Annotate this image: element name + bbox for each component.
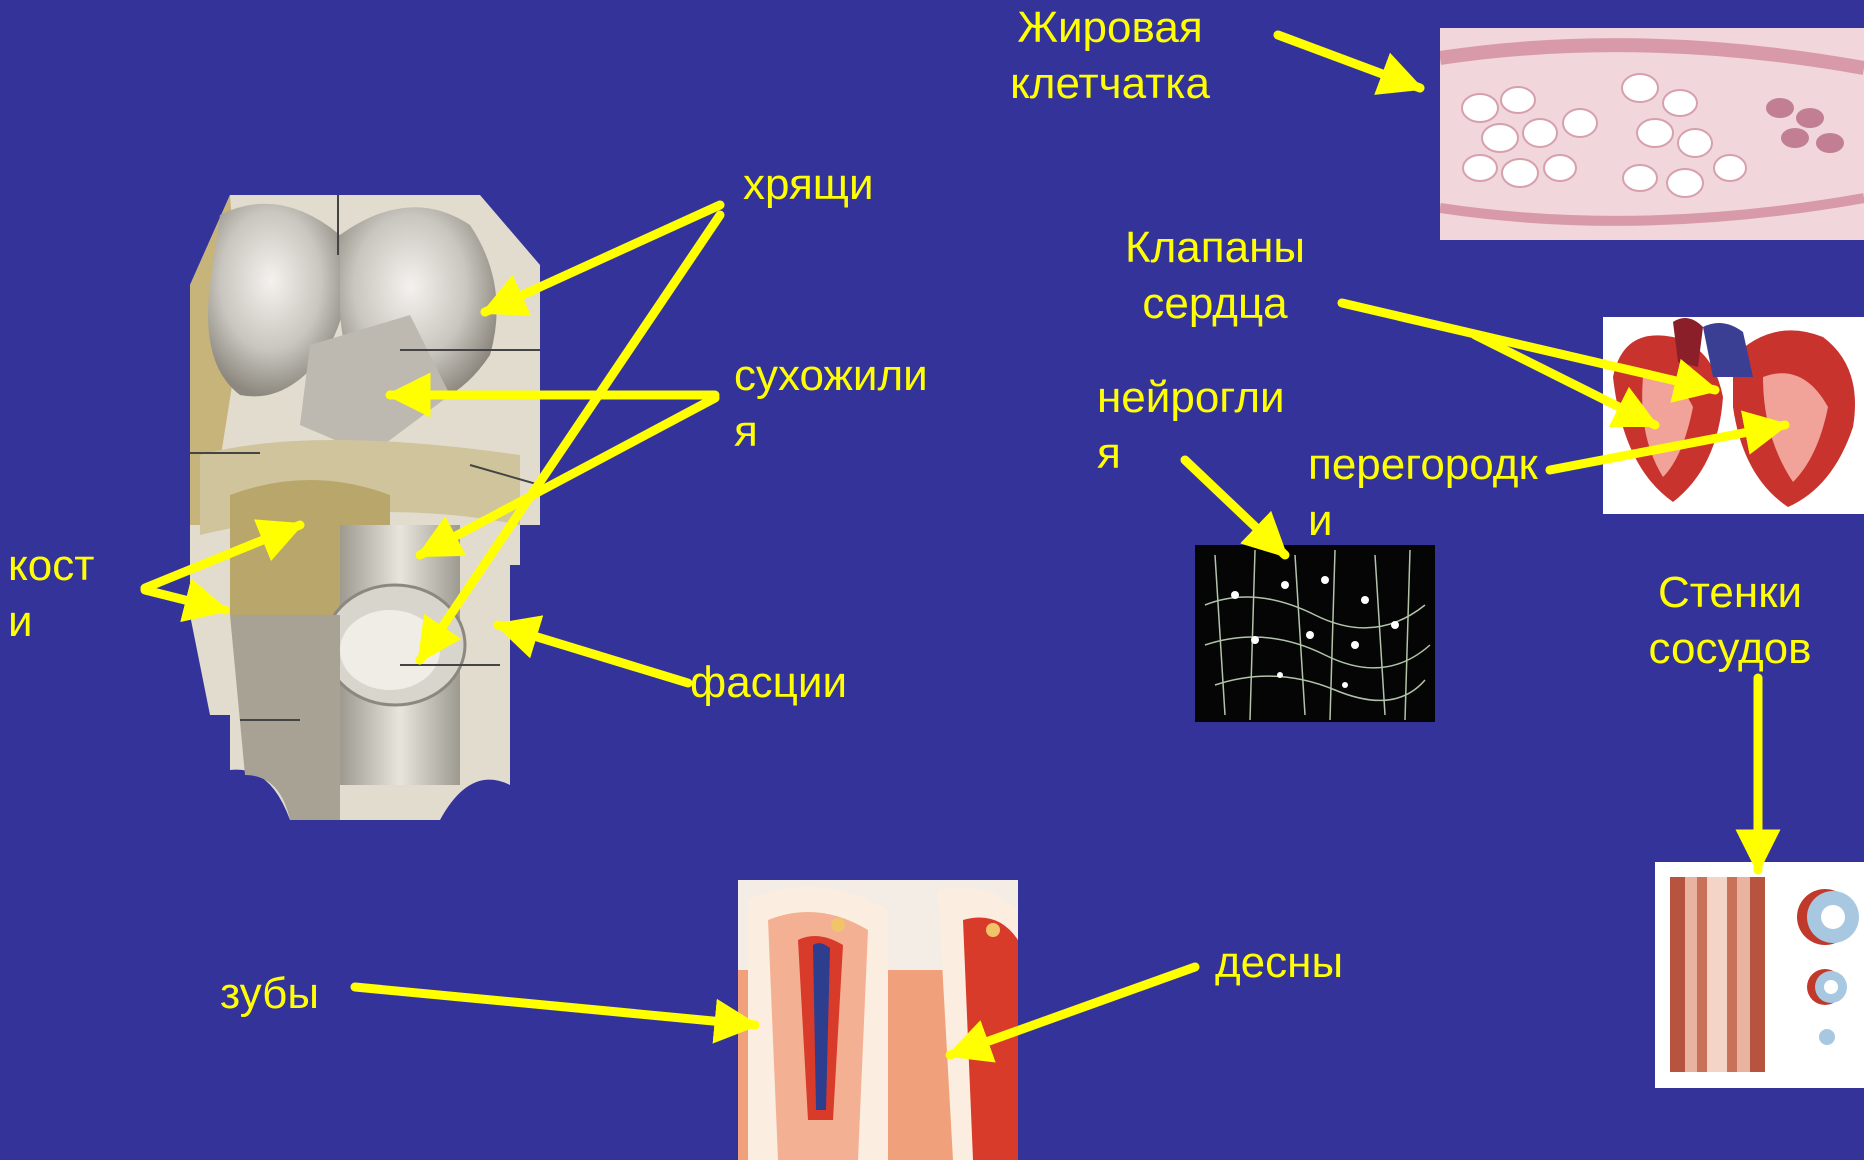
arrow-fat-tissue <box>1278 35 1420 88</box>
label-heart-valves: Клапаны сердца <box>1100 220 1330 332</box>
arrow-septa <box>1550 425 1785 470</box>
label-septa: перегородк и <box>1308 437 1538 549</box>
arrow-cartilage-1 <box>485 205 720 312</box>
label-cartilage: хрящи <box>743 157 874 213</box>
label-neuroglia: нейрогли я <box>1097 370 1285 482</box>
arrow-heart-valves-1 <box>1342 303 1715 390</box>
arrow-heart-valves-2 <box>1475 335 1655 425</box>
arrow-tendons-2 <box>420 398 715 555</box>
arrow-bones-2 <box>145 590 225 610</box>
label-gums: десны <box>1215 935 1343 991</box>
label-vessel-walls: Стенки сосудов <box>1610 565 1850 677</box>
arrow-fascia <box>498 625 688 683</box>
arrow-bones-1 <box>145 525 300 588</box>
label-tendons: сухожили я <box>734 348 928 460</box>
label-fascia: фасции <box>690 655 847 711</box>
label-fat-tissue: Жировая клетчатка <box>990 0 1230 112</box>
arrow-teeth <box>355 987 755 1025</box>
label-teeth: зубы <box>220 966 319 1022</box>
arrow-gums <box>950 967 1195 1055</box>
arrow-cartilage-2 <box>420 215 720 660</box>
label-bones: кост и <box>8 538 94 650</box>
